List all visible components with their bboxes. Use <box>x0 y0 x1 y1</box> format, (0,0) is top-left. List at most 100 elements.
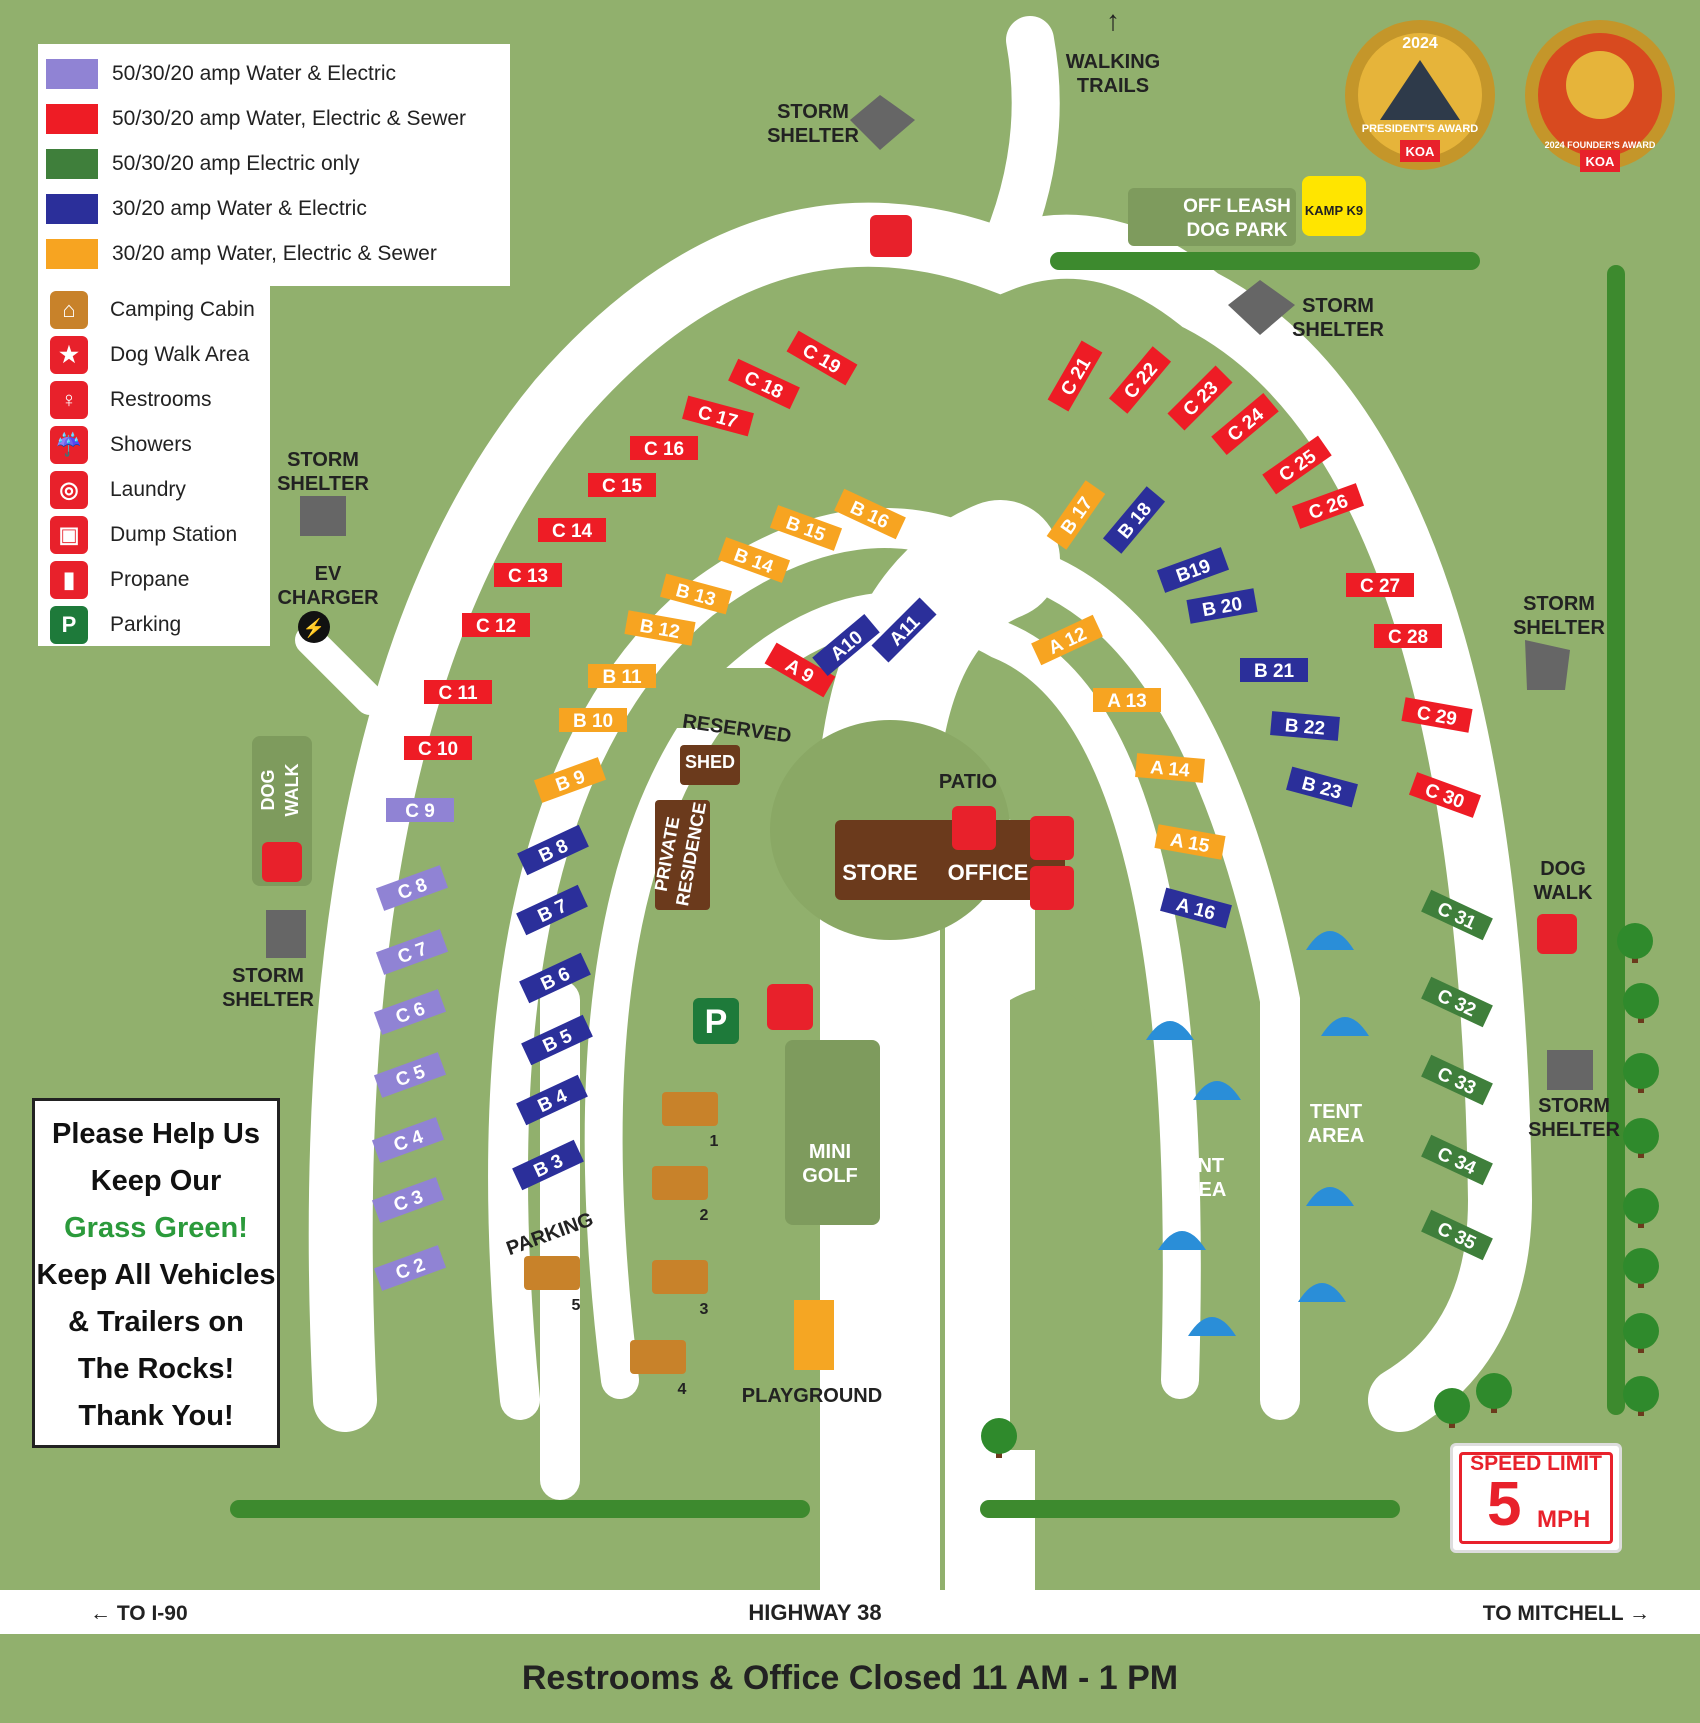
highway-38 <box>0 1590 1700 1634</box>
tent-area-label: AREA <box>1170 1179 1227 1201</box>
site-marker[interactable]: C 11 <box>424 680 492 704</box>
site-marker[interactable]: C 4 <box>371 1117 445 1163</box>
site-badge <box>519 952 591 1004</box>
site-marker[interactable]: C 13 <box>494 563 562 587</box>
cabin-icon[interactable] <box>662 1092 718 1126</box>
site-badge <box>1135 753 1205 783</box>
arrow-up-icon: ↑ <box>1106 5 1120 36</box>
legend-label: Parking <box>110 613 182 636</box>
site-marker[interactable]: C 25 <box>1262 435 1332 495</box>
site-marker[interactable]: A 14 <box>1135 753 1205 783</box>
svg-text:2024 FOUNDER'S AWARD: 2024 FOUNDER'S AWARD <box>1545 140 1656 150</box>
footer-notice: Restrooms & Office Closed 11 AM - 1 PM <box>521 1659 1179 1697</box>
site-marker[interactable]: B 22 <box>1270 711 1340 741</box>
site-marker[interactable]: C 2 <box>373 1245 447 1291</box>
svg-text:KOA: KOA <box>1406 144 1436 159</box>
site-marker[interactable]: C 26 <box>1291 483 1365 529</box>
hedge-bottom-right <box>980 1500 1400 1518</box>
site-badge <box>769 505 843 551</box>
site-marker[interactable]: B19 <box>1156 547 1230 593</box>
site-marker[interactable]: C 16 <box>630 436 698 460</box>
site-marker[interactable]: B 21 <box>1240 658 1308 682</box>
speed-limit-unit: MPH <box>1537 1506 1591 1533</box>
office-label: OFFICE <box>948 860 1029 885</box>
site-marker[interactable]: C 19 <box>786 330 858 386</box>
site-marker[interactable]: A 12 <box>1031 614 1103 666</box>
hedge-right <box>1607 265 1625 1415</box>
site-badge <box>812 613 880 677</box>
tree-icon <box>1623 1313 1659 1349</box>
svg-text:KOA: KOA <box>1586 154 1616 169</box>
site-marker[interactable]: C 9 <box>386 798 454 822</box>
site-badge <box>1156 547 1230 593</box>
site-marker[interactable]: C 5 <box>373 1052 447 1098</box>
cabin-icon[interactable] <box>524 1256 580 1290</box>
site-label: C 18 <box>741 367 786 403</box>
site-badge <box>871 597 937 663</box>
restrooms-icon <box>1030 816 1074 860</box>
site-label: C 13 <box>508 566 548 587</box>
site-marker[interactable]: C 10 <box>404 736 472 760</box>
site-marker[interactable]: C 21 <box>1047 340 1103 412</box>
site-marker[interactable]: C 3 <box>371 1177 445 1223</box>
to-i90-label: ← TO I-90 <box>90 1602 188 1625</box>
legend-item: ▣Dump Station <box>38 515 237 555</box>
site-badge <box>1046 480 1106 550</box>
cabin-icon[interactable] <box>652 1166 708 1200</box>
site-marker[interactable]: C 28 <box>1374 624 1442 648</box>
site-marker[interactable]: C 6 <box>373 989 447 1035</box>
patio-label: PATIO <box>939 771 997 793</box>
cabin-icon[interactable] <box>652 1260 708 1294</box>
kamp-k9-label: KAMP K9 <box>1305 203 1363 218</box>
parking-icon <box>693 998 739 1044</box>
site-marker[interactable]: C 33 <box>1421 1054 1493 1106</box>
ev-charger-label: EV <box>315 563 342 585</box>
site-marker[interactable]: A 13 <box>1093 688 1161 712</box>
cabin-number: 4 <box>678 1381 687 1398</box>
site-badge <box>630 436 698 460</box>
site-badge <box>764 642 836 698</box>
site-marker[interactable]: C 18 <box>728 358 800 410</box>
legend-label: 30/20 amp Water, Electric & Sewer <box>112 242 437 265</box>
dump-station-icon: ▣ <box>50 516 88 554</box>
site-badge <box>624 610 696 646</box>
legend-item: ★Dog Walk Area <box>38 335 249 375</box>
legend-label: 50/30/20 amp Water, Electric & Sewer <box>112 107 467 130</box>
site-marker[interactable]: C 12 <box>462 613 530 637</box>
site-marker[interactable]: B 11 <box>588 664 656 688</box>
site-marker[interactable]: B 18 <box>1102 486 1166 554</box>
site-marker[interactable]: C 14 <box>538 518 606 542</box>
site-label: C 10 <box>418 739 458 760</box>
tree-icon <box>1434 1388 1470 1424</box>
site-marker[interactable]: B 23 <box>1286 766 1358 808</box>
legend-item: 50/30/20 amp Water & Electric <box>38 54 396 94</box>
legend-label: Dog Walk Area <box>110 343 250 366</box>
cabin-number: 5 <box>572 1297 581 1314</box>
site-marker[interactable]: C 27 <box>1346 573 1414 597</box>
site-badge <box>517 824 589 876</box>
site-badge <box>717 537 791 583</box>
legend-item: ♀Restrooms <box>38 380 212 420</box>
cabin-icon[interactable] <box>630 1340 686 1374</box>
site-marker[interactable]: C 24 <box>1211 392 1279 456</box>
playground-label: PLAYGROUND <box>742 1385 882 1407</box>
site-badge <box>728 358 800 410</box>
site-marker[interactable]: C 22 <box>1108 346 1172 414</box>
site-label: C 28 <box>1388 627 1428 648</box>
site-marker[interactable]: C 7 <box>375 929 449 975</box>
tree-layer <box>981 923 1659 1458</box>
storm-shelter-icon <box>266 910 306 958</box>
site-marker[interactable]: C 23 <box>1167 365 1233 431</box>
site-marker[interactable]: B 10 <box>559 708 627 732</box>
site-marker[interactable]: C 17 <box>682 395 754 437</box>
kamp-k9-logo <box>1302 176 1366 236</box>
site-marker[interactable]: C 15 <box>588 473 656 497</box>
site-marker[interactable]: B 17 <box>1046 480 1106 550</box>
cabin-icon: ⌂ <box>50 291 88 329</box>
off-leash-label: DOG PARK <box>1187 220 1288 241</box>
ev-charger-icon <box>298 611 330 643</box>
site-badge <box>1047 340 1103 412</box>
site-badge <box>1421 889 1493 941</box>
site-marker[interactable]: B 20 <box>1186 588 1258 624</box>
